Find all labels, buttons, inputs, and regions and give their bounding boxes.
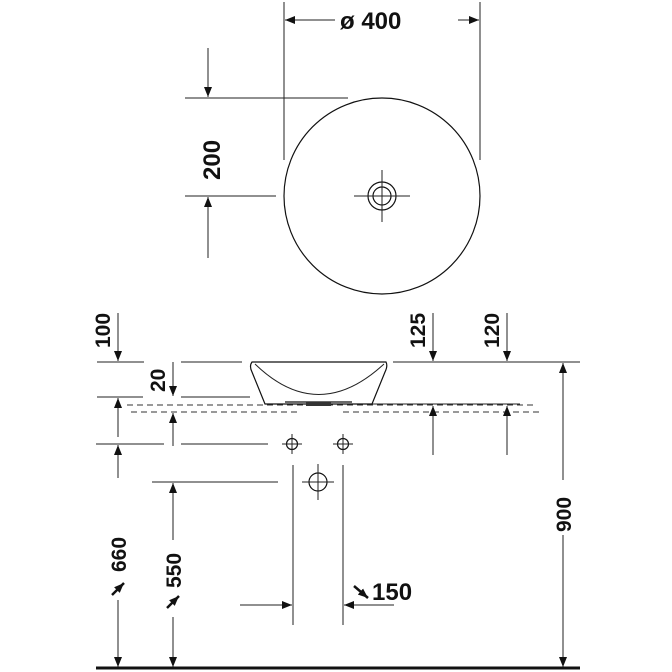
dim-20-label: 20 <box>147 369 170 392</box>
diameter-dimension: ø 400 <box>283 2 481 160</box>
dim-125-label: 125 <box>407 313 430 348</box>
depth-label: 200 <box>199 140 226 180</box>
basin-side-view <box>249 361 520 406</box>
depth-dimension: 200 <box>185 48 348 258</box>
water-connection-left <box>282 434 302 454</box>
dim-150-label: 150 <box>372 579 412 606</box>
dim-100-label: 100 <box>92 313 115 348</box>
water-connection-right <box>333 434 353 454</box>
dim-900-label: 900 <box>553 497 576 532</box>
arrow-icon <box>166 595 180 609</box>
dim-550-label: 550 <box>163 553 186 588</box>
basin-outline-top <box>283 97 481 295</box>
arrow-icon <box>353 585 369 599</box>
arrow-icon <box>111 582 125 596</box>
diameter-label: ø 400 <box>340 8 401 35</box>
waste-connection <box>302 464 334 500</box>
side-view: 100 20 125 120 900 660 550 150 <box>92 313 580 670</box>
top-view: ø 400 200 <box>185 2 481 295</box>
dim-660-label: 660 <box>108 537 131 572</box>
dim-120-label: 120 <box>481 313 504 348</box>
